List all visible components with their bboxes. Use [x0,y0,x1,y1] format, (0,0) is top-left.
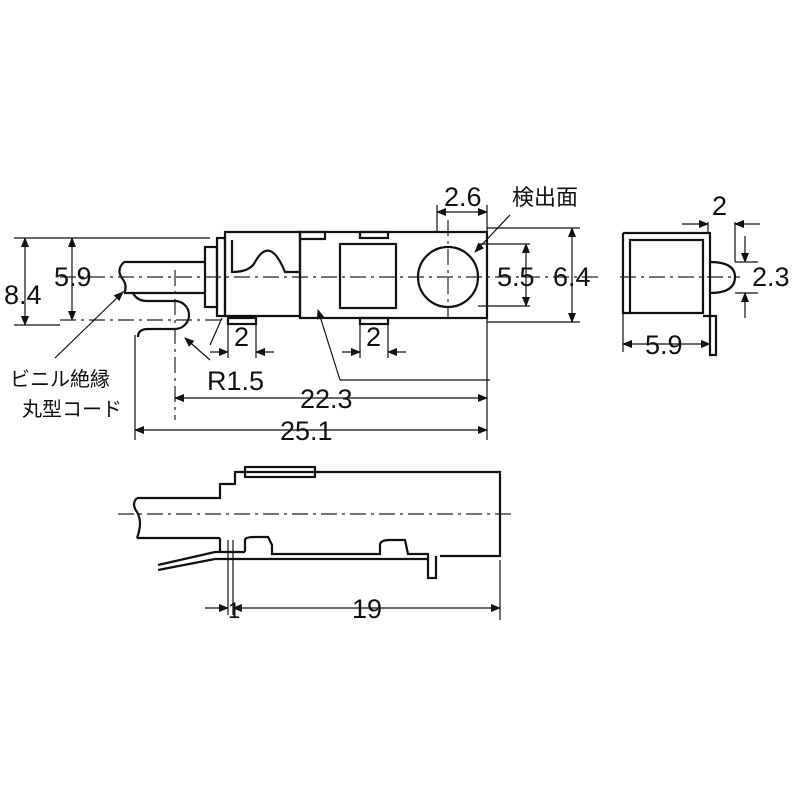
dim-protrusion-height: 2.3 [752,262,790,292]
dim-cable-offset: 5.9 [54,262,92,292]
side-view [118,465,512,620]
dim-flange-thickness: 1 [228,598,240,623]
end-view [620,220,760,357]
label-detection-surface: 検出面 [512,186,578,211]
dim-body-depth: 5.9 [645,330,683,360]
label-cable-line1: ビニル絶縁 [10,367,110,391]
label-cable-line2: 丸型コード [22,397,122,421]
dim-tab-width-left: 2 [234,322,249,352]
top-view [14,205,600,440]
dim-overall-length: 25.1 [280,416,333,446]
dim-sensing-diameter: 5.5 [497,262,535,292]
dim-overall-height: 8.4 [4,280,42,310]
dim-body-length: 19 [352,594,382,624]
dim-bend-radius: R1.5 [207,366,264,396]
dim-protrusion-width: 2 [712,191,727,221]
dim-body-height: 6.4 [553,262,591,292]
dim-tab-width-right: 2 [366,322,381,352]
dim-length-to-mount: 22.3 [300,384,353,414]
dim-sensing-width: 2.6 [444,182,482,212]
